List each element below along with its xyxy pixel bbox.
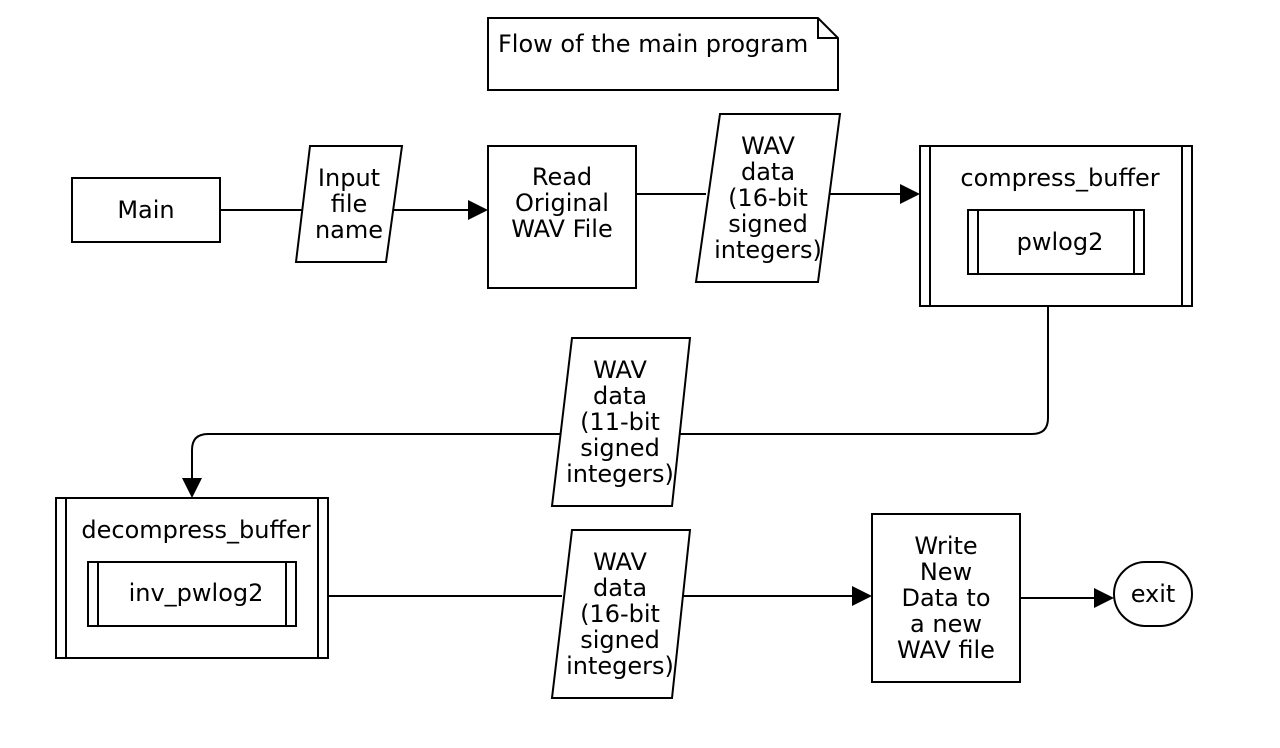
node-input-file-name: Input file name [294, 145, 404, 263]
node-write-line: Data to [901, 584, 990, 612]
node-wav16a-line: data [741, 158, 795, 186]
node-inv-pwlog2-label: inv_pwlog2 [129, 579, 264, 607]
node-exit: exit [1113, 561, 1193, 627]
node-wav11-line: signed [580, 434, 660, 462]
arrowhead-decompress [182, 478, 202, 498]
node-wav-data-11bit: WAV data (11-bit signed integers) [550, 337, 692, 507]
node-wav16b-line: data [593, 574, 647, 602]
node-wav16b-line: WAV [593, 548, 647, 576]
node-wav16b-line: (16-bit [580, 600, 660, 628]
node-decompress-buffer: decompress_buffer inv_pwlog2 [55, 497, 329, 659]
note-flow-of-main-program: Flow of the main program [487, 17, 839, 91]
node-wav-data-16bit-top: WAV data (16-bit signed integers) [694, 113, 842, 283]
node-pwlog2: pwlog2 [967, 209, 1145, 275]
node-wav11-line: integers) [566, 460, 674, 488]
node-wav16a-line: integers) [714, 236, 822, 264]
node-write-line: Write [914, 532, 977, 560]
node-wav11-line: data [593, 382, 647, 410]
node-input-line: file [331, 190, 368, 218]
node-write-line: a new [910, 610, 982, 638]
node-wav16a-line: (16-bit [728, 184, 808, 212]
note-text: Flow of the main program [498, 30, 808, 58]
node-read-line: Read [532, 163, 592, 191]
node-wav16a-line: signed [728, 210, 808, 238]
node-read-original-wav: Read Original WAV File [487, 145, 637, 289]
arrowhead-read [468, 200, 488, 220]
node-read-line: Original [515, 189, 609, 217]
arrowhead-compress [900, 184, 920, 204]
node-wav11-line: WAV [593, 356, 647, 384]
node-write-new-wav: Write New Data to a new WAV file [871, 513, 1021, 683]
arrowhead-write [852, 586, 872, 606]
node-wav11-line: (11-bit [580, 408, 660, 436]
node-decompress-label: decompress_buffer [81, 516, 310, 544]
node-main: Main [71, 177, 221, 243]
node-input-line: Input [318, 164, 380, 192]
node-write-line: WAV file [897, 636, 995, 664]
node-pwlog2-label: pwlog2 [1017, 228, 1104, 256]
node-input-line: name [315, 216, 383, 244]
arrowhead-exit [1094, 588, 1114, 608]
node-write-line: New [920, 558, 972, 586]
node-wav-data-16bit-bottom: WAV data (16-bit signed integers) [550, 529, 692, 699]
node-inv-pwlog2: inv_pwlog2 [87, 561, 297, 627]
node-wav16b-line: signed [580, 626, 660, 654]
node-wav16b-line: integers) [566, 652, 674, 680]
node-compress-buffer: compress_buffer pwlog2 [919, 145, 1193, 307]
node-main-label: Main [117, 196, 174, 224]
node-compress-label: compress_buffer [960, 164, 1159, 192]
node-exit-label: exit [1131, 580, 1176, 608]
node-wav16a-line: WAV [741, 132, 795, 160]
node-read-line: WAV File [511, 215, 613, 243]
